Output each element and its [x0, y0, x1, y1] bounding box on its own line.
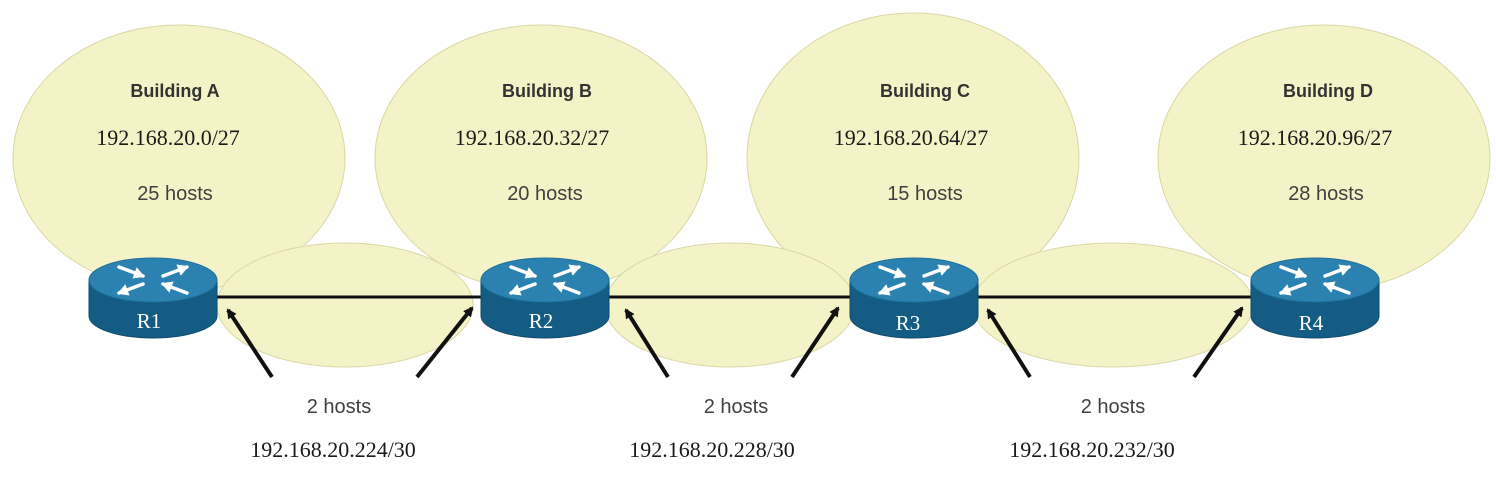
- arrow-link-3-left: [986, 308, 1032, 379]
- arrow-link-2-left: [624, 308, 670, 379]
- router-arrowhead: [132, 267, 145, 279]
- wan-link-2-ellipse: [604, 242, 856, 368]
- router-top: [849, 257, 979, 303]
- building-b-network: 192.168.20.32/27: [455, 125, 610, 150]
- router-arrowhead: [922, 281, 935, 293]
- building-b-lan-ellipse: [374, 24, 708, 292]
- router-top: [1250, 257, 1380, 303]
- building-d-lan-ellipse: [1157, 24, 1491, 292]
- building-d-name: Building D: [1283, 81, 1373, 101]
- router-arrowhead: [553, 281, 566, 293]
- building-c-lan: Building C 192.168.20.64/27 15 hosts: [746, 12, 1080, 304]
- building-d-network: 192.168.20.96/27: [1238, 125, 1393, 150]
- router-arrowhead: [937, 264, 950, 276]
- wan-link-3-ellipse: [972, 242, 1254, 368]
- router-arrowhead: [176, 264, 189, 276]
- building-c-network: 192.168.20.64/27: [834, 125, 989, 150]
- building-a-lan: Building A 192.168.20.0/27 25 hosts: [12, 24, 346, 292]
- arrow-link-1-left: [226, 308, 274, 379]
- router-r2[interactable]: R2: [480, 257, 610, 339]
- router-icon: [849, 257, 979, 339]
- building-b-hosts: 20 hosts: [507, 183, 583, 205]
- router-arrowhead: [524, 267, 537, 279]
- link-3-hosts: 2 hosts: [1081, 396, 1145, 418]
- router-icon: [480, 257, 610, 339]
- building-b-lan: Building B 192.168.20.32/27 20 hosts: [374, 24, 708, 292]
- arrow-link-2-right: [790, 306, 840, 379]
- arrow-link-3-right: [1192, 306, 1244, 379]
- router-arrowhead: [117, 284, 130, 296]
- building-a-network: 192.168.20.0/27: [96, 125, 240, 150]
- building-d-hosts: 28 hosts: [1288, 183, 1364, 205]
- router-r1[interactable]: R1: [88, 257, 218, 339]
- router-r2-label: R2: [529, 309, 554, 333]
- link-1-network: 192.168.20.224/30: [250, 437, 416, 462]
- router-icon: [88, 257, 218, 339]
- link-2-hosts: 2 hosts: [704, 396, 768, 418]
- router-arrowhead: [161, 281, 174, 293]
- router-r3-label: R3: [896, 311, 921, 335]
- router-arrowhead: [509, 284, 522, 296]
- router-arrowhead: [568, 264, 581, 276]
- router-r4-label: R4: [1299, 311, 1324, 335]
- building-c-hosts: 15 hosts: [887, 183, 963, 205]
- link-3-network: 192.168.20.232/30: [1009, 437, 1175, 462]
- router-r4[interactable]: R4: [1250, 257, 1380, 339]
- building-c-name: Building C: [880, 81, 970, 101]
- router-top: [480, 257, 610, 303]
- building-a-hosts: 25 hosts: [137, 183, 213, 205]
- router-r1-label: R1: [137, 309, 162, 333]
- router-arrowhead: [893, 267, 906, 279]
- link-1-hosts: 2 hosts: [307, 396, 371, 418]
- router-arrowhead: [1323, 281, 1336, 293]
- building-a-name: Building A: [130, 81, 219, 101]
- router-top: [88, 257, 218, 303]
- router-arrowhead: [878, 284, 891, 296]
- arrow-link-1-right: [415, 306, 474, 379]
- router-r3[interactable]: R3: [849, 257, 979, 339]
- link-2-network: 192.168.20.228/30: [629, 437, 795, 462]
- building-b-name: Building B: [502, 81, 592, 101]
- building-d-lan: Building D 192.168.20.96/27 28 hosts: [1157, 24, 1491, 292]
- router-arrowhead: [1294, 267, 1307, 279]
- router-arrowhead: [1338, 264, 1351, 276]
- router-arrowhead: [1279, 284, 1292, 296]
- router-icon: [1250, 257, 1380, 339]
